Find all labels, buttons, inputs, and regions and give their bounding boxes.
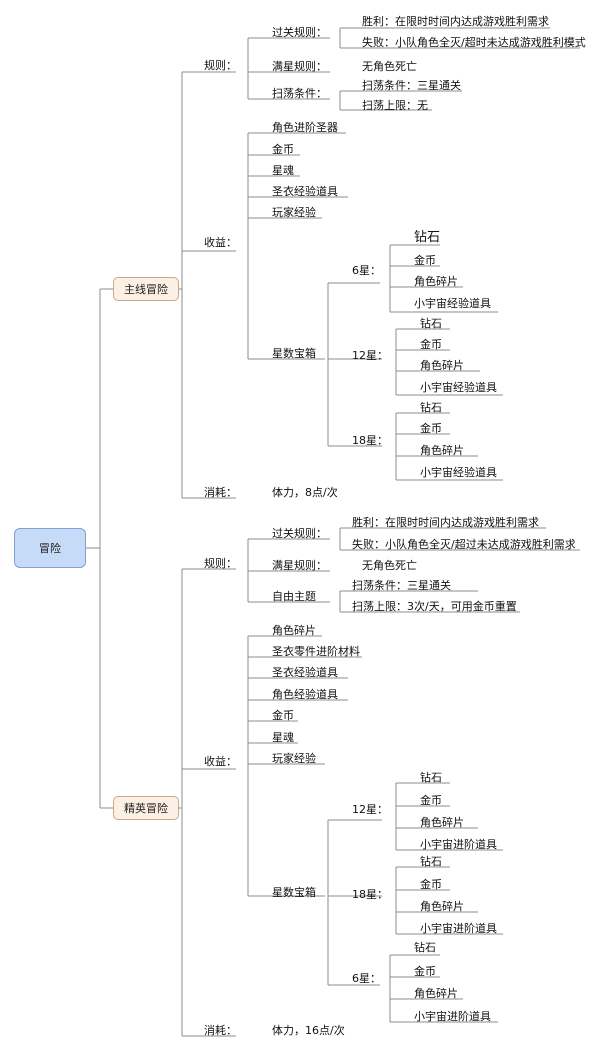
main-rules-label: 规则： — [204, 59, 237, 72]
main-chest-reward: 金币 — [420, 338, 442, 351]
root-node[interactable]: 冒险 — [14, 528, 86, 568]
main-chest-tier-label: 12星： — [352, 349, 388, 362]
main-chest-reward: 金币 — [420, 422, 442, 435]
main-full-star-label: 满星规则： — [272, 60, 327, 73]
main-chest-reward: 钻石 — [414, 230, 441, 245]
elite-chest-reward: 小宇宙进阶道具 — [420, 922, 497, 935]
elite-chest-reward: 钻石 — [420, 771, 442, 784]
main-win-rule: 胜利：在限时时间内达成游戏胜利需求 — [362, 15, 549, 28]
main-full-star-value: 无角色死亡 — [362, 60, 417, 73]
elite-win-rule: 胜利：在限时时间内达成游戏胜利需求 — [352, 516, 539, 529]
main-chest-reward: 钻石 — [420, 401, 442, 414]
main-sweep-limit: 扫荡上限：无 — [362, 99, 428, 112]
main-chest-reward: 钻石 — [420, 317, 442, 330]
main-chest-reward: 金币 — [414, 254, 436, 267]
elite-chest-tier-label: 18星： — [352, 888, 388, 901]
elite-chest-reward: 角色碎片 — [420, 900, 464, 913]
main-clear-rule-label: 过关规则： — [272, 26, 327, 39]
main-chest-tier-label: 6星： — [352, 264, 381, 277]
elite-lose-rule: 失败：小队角色全灭/超过未达成游戏胜利需求 — [352, 538, 576, 551]
branch-main-adventure[interactable]: 主线冒险 — [113, 277, 179, 301]
main-chest-reward: 小宇宙经验道具 — [414, 297, 491, 310]
elite-clear-rule-label: 过关规则： — [272, 527, 327, 540]
main-chest-reward: 角色碎片 — [420, 359, 464, 372]
elite-sweep-limit: 扫荡上限：3次/天，可用金币重置 — [352, 600, 517, 613]
main-chest-label: 星数宝箱 — [272, 347, 316, 360]
elite-chest-reward: 金币 — [420, 794, 442, 807]
main-lose-rule: 失败：小队角色全灭/超时未达成游戏胜利模式 — [362, 36, 586, 49]
main-gain-label: 收益： — [204, 236, 237, 249]
elite-chest-reward: 角色碎片 — [414, 987, 458, 1000]
elite-gain-item: 角色经验道具 — [272, 688, 338, 701]
main-gain-item: 圣衣经验道具 — [272, 185, 338, 198]
elite-chest-tier-label: 12星： — [352, 803, 388, 816]
elite-chest-tier-label: 6星： — [352, 972, 381, 985]
elite-sweep-condition: 扫荡条件：三星通关 — [352, 579, 451, 592]
main-gain-item: 角色进阶圣器 — [272, 121, 338, 134]
elite-gain-item: 金币 — [272, 709, 294, 722]
elite-gain-label: 收益： — [204, 755, 237, 768]
elite-chest-reward: 角色碎片 — [420, 816, 464, 829]
elite-chest-reward: 小宇宙进阶道具 — [414, 1010, 491, 1023]
elite-chest-reward: 小宇宙进阶道具 — [420, 838, 497, 851]
elite-chest-reward: 金币 — [420, 878, 442, 891]
main-gain-item: 玩家经验 — [272, 206, 316, 219]
main-cost-label: 消耗： — [204, 486, 237, 499]
elite-gain-item: 角色碎片 — [272, 624, 316, 637]
elite-gain-item: 圣衣经验道具 — [272, 666, 338, 679]
elite-full-star-value: 无角色死亡 — [362, 559, 417, 572]
elite-gain-item: 圣衣零件进阶材料 — [272, 645, 360, 658]
main-chest-reward: 角色碎片 — [420, 444, 464, 457]
main-chest-reward: 小宇宙经验道具 — [420, 466, 497, 479]
main-sweep-label: 扫荡条件： — [272, 87, 327, 100]
branch-elite-adventure[interactable]: 精英冒险 — [113, 796, 179, 820]
main-chest-reward: 小宇宙经验道具 — [420, 381, 497, 394]
main-gain-item: 金币 — [272, 143, 294, 156]
elite-cost-label: 消耗： — [204, 1024, 237, 1037]
elite-chest-label: 星数宝箱 — [272, 886, 316, 899]
elite-gain-item: 星魂 — [272, 731, 294, 744]
elite-chest-reward: 钻石 — [414, 941, 436, 954]
elite-chest-reward: 钻石 — [420, 855, 442, 868]
elite-full-star-label: 满星规则： — [272, 559, 327, 572]
main-sweep-condition: 扫荡条件：三星通关 — [362, 79, 461, 92]
elite-gain-item: 玩家经验 — [272, 752, 316, 765]
main-chest-reward: 角色碎片 — [414, 275, 458, 288]
elite-free-theme-label: 自由主题 — [272, 590, 316, 603]
elite-rules-label: 规则： — [204, 557, 237, 570]
main-cost-value: 体力，8点/次 — [272, 486, 338, 499]
main-chest-tier-label: 18星： — [352, 434, 388, 447]
elite-cost-value: 体力，16点/次 — [272, 1024, 345, 1037]
elite-chest-reward: 金币 — [414, 965, 436, 978]
main-gain-item: 星魂 — [272, 164, 294, 177]
